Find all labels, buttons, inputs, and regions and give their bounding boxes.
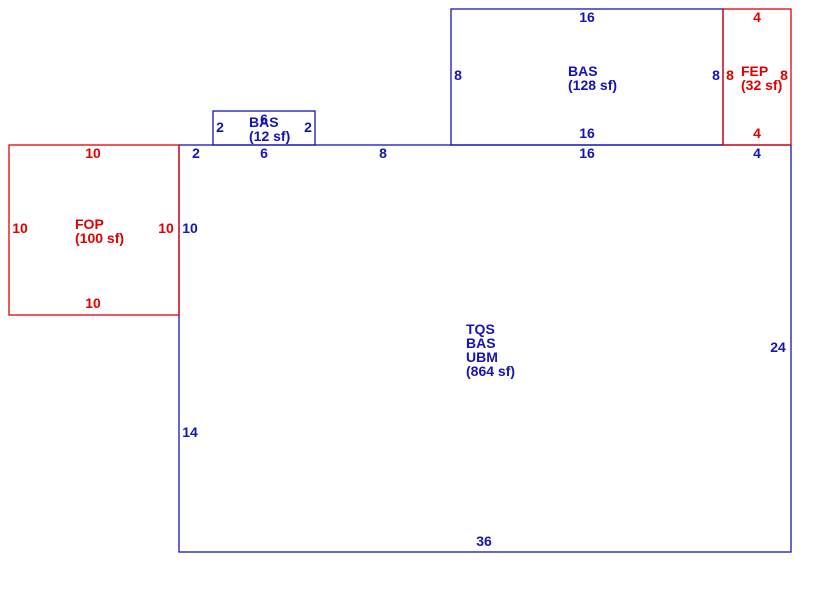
dim-main-top-seg: 6: [260, 145, 268, 161]
dim-fop-right: 10: [158, 220, 174, 236]
dim-main-top-seg: 4: [753, 145, 761, 161]
fop-label-line: FOP: [75, 216, 104, 232]
bas-small-label: BAS (12 sf): [249, 114, 290, 144]
dim-main-left-lower: 14: [182, 424, 198, 440]
dim-fop-left: 10: [12, 220, 28, 236]
dim-bas-upper-bottom: 16: [579, 125, 595, 141]
main-area-label-line: (864 sf): [466, 363, 515, 379]
fop-label: FOP (100 sf): [75, 216, 124, 246]
dim-fep-bottom: 4: [753, 125, 761, 141]
dim-main-top-seg: 8: [379, 145, 387, 161]
dim-bas-small-left: 2: [216, 119, 224, 135]
main-area-label-line: TQS: [466, 321, 495, 337]
bas-small-outline: [212, 110, 316, 146]
dim-fop-top: 10: [85, 145, 101, 161]
bas-small-label-line: BAS: [249, 114, 279, 130]
main-area-label: TQS BAS UBM (864 sf): [466, 321, 515, 379]
dim-main-left-upper: 10: [182, 220, 198, 236]
fep-label-line: FEP: [741, 63, 768, 79]
main-area-label-line: UBM: [466, 349, 498, 365]
dim-bas-upper-right: 8: [712, 67, 720, 83]
bas-upper-label-line: BAS: [568, 63, 598, 79]
dim-main-top-seg: 16: [579, 145, 595, 161]
fop-label-line: (100 sf): [75, 230, 124, 246]
bas-upper-label-line: (128 sf): [568, 77, 617, 93]
dim-fep-right: 8: [780, 67, 788, 83]
fep-label-line: (32 sf): [741, 77, 782, 93]
bas-upper-label: BAS (128 sf): [568, 63, 617, 93]
dim-main-bottom: 36: [476, 533, 492, 549]
dim-bas-small-right: 2: [304, 119, 312, 135]
dim-main-right: 24: [770, 339, 786, 355]
fop-outline: [8, 144, 180, 316]
dim-fep-left: 8: [726, 67, 734, 83]
dim-bas-upper-top: 16: [579, 9, 595, 25]
main-area-label-line: BAS: [466, 335, 496, 351]
dim-bas-upper-left: 8: [454, 67, 462, 83]
dim-bas-small-top: 6: [260, 111, 268, 127]
dim-main-top-seg: 2: [192, 145, 200, 161]
dim-fep-top: 4: [753, 9, 761, 25]
fep-outline: [722, 8, 792, 146]
bas-small-label-line: (12 sf): [249, 128, 290, 144]
dim-fop-bottom: 10: [85, 295, 101, 311]
fep-label: FEP (32 sf): [741, 63, 782, 93]
